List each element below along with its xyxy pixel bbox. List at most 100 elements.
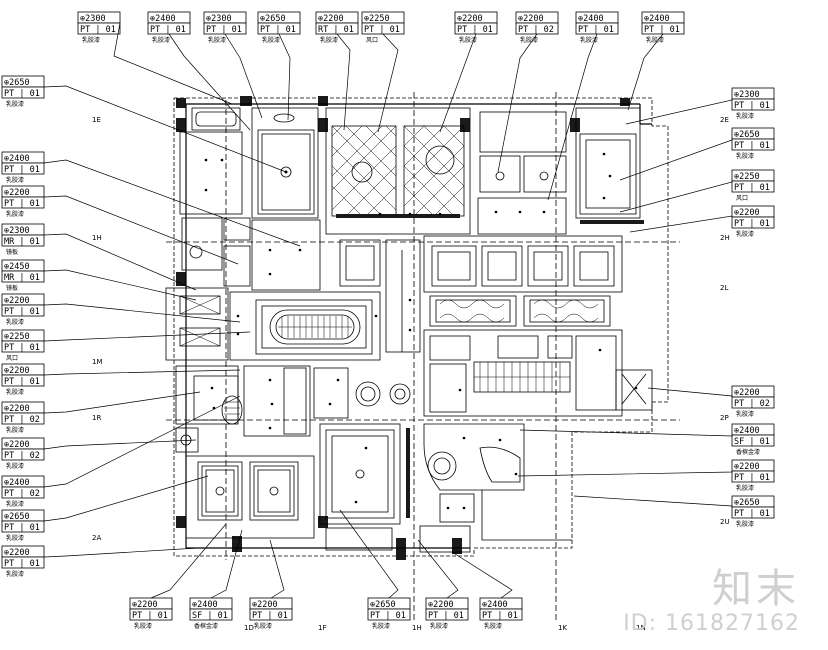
- leader-line: [113, 22, 233, 105]
- callout-note: 风口: [6, 355, 18, 362]
- callout-note: 镜板: [6, 284, 18, 292]
- callout-height: ⊕2250: [734, 172, 760, 182]
- callout-note: 乳胶漆: [6, 318, 24, 326]
- callout-code: PT | 01: [734, 509, 770, 519]
- callout-note: 乳胶漆: [6, 388, 24, 396]
- callout-code: PT | 01: [370, 611, 406, 621]
- leader-line: [43, 395, 241, 488]
- leader-line: [224, 33, 263, 119]
- leader-line: [43, 159, 301, 247]
- leader-lines: [43, 22, 733, 599]
- grid-label: 1M: [92, 358, 103, 366]
- callout-code: SF | 01: [734, 437, 770, 447]
- leader-line: [43, 269, 197, 301]
- lift-car-ceilings: [431, 245, 615, 287]
- callout-code: PT | 01: [4, 307, 40, 317]
- floor-plan: [165, 92, 680, 620]
- callout-note: 乳胶漆: [646, 36, 664, 44]
- callout-code: PT | 01: [364, 25, 400, 35]
- callout-code: PT | 01: [4, 343, 40, 353]
- leader-line: [43, 475, 209, 522]
- callout-height: ⊕2250: [4, 332, 30, 342]
- callout-note: 风口: [736, 195, 748, 202]
- callout-code: PT | 01: [4, 377, 40, 387]
- callout-code: PT | 01: [4, 89, 40, 99]
- callout-note: 乳胶漆: [134, 622, 152, 630]
- callout-height: ⊕2200: [4, 440, 30, 450]
- leader-line: [278, 33, 291, 121]
- grid-label: 2E: [720, 116, 729, 124]
- leader-line: [517, 471, 733, 477]
- leader-line: [619, 139, 733, 181]
- callout-note: 风口: [366, 37, 378, 44]
- callout-code: PT | 01: [260, 25, 296, 35]
- callout-note: 乳胶漆: [430, 622, 448, 630]
- callout-code: SF | 01: [192, 611, 228, 621]
- callout-note: 乳胶漆: [152, 36, 170, 44]
- callout-note: 乳胶漆: [736, 112, 754, 120]
- leader-line: [647, 387, 733, 397]
- callout-height: ⊕2200: [734, 462, 760, 472]
- callout-code: PT | 01: [4, 559, 40, 569]
- grid-label: 1H: [92, 234, 102, 242]
- leader-line: [547, 33, 598, 201]
- callout-note: 香槟金漆: [194, 622, 218, 630]
- callout-height: ⊕2400: [4, 154, 30, 164]
- grid-label: 2L: [720, 284, 728, 292]
- callout-height: ⊕2200: [428, 600, 454, 610]
- callout-height: ⊕2200: [4, 366, 30, 376]
- leader-line: [336, 33, 351, 131]
- leader-line: [43, 195, 239, 265]
- callout-code: MR | 01: [4, 273, 40, 283]
- callout-code: RT | 01: [318, 25, 354, 35]
- callout-code: PT | 01: [4, 523, 40, 533]
- callout-code: PT | 01: [4, 199, 40, 209]
- callout-height: ⊕2200: [252, 600, 278, 610]
- callout-note: 乳胶漆: [580, 36, 598, 44]
- callout-height: ⊕2200: [4, 404, 30, 414]
- callout-height: ⊕2200: [518, 14, 544, 24]
- grid-label: 1K: [558, 624, 567, 632]
- callout-note: 乳胶漆: [736, 410, 754, 418]
- watermark-logo: 知末: [712, 566, 800, 612]
- callout-height: ⊕2650: [4, 78, 30, 88]
- callout-code: PT | 01: [734, 141, 770, 151]
- callout-height: ⊕2650: [370, 600, 396, 610]
- callout-note: 乳胶漆: [6, 100, 24, 108]
- watermark-id: ID: 161827162: [623, 611, 800, 636]
- grid-label: 1H: [412, 624, 422, 632]
- callout-code: PT | 01: [206, 25, 242, 35]
- grid-label: 1N: [636, 624, 646, 632]
- callout-code: PT | 02: [518, 25, 554, 35]
- callout-note: 香槟金漆: [736, 448, 760, 456]
- callout-code: PT | 02: [4, 415, 40, 425]
- leader-line: [43, 547, 199, 558]
- leader-line: [451, 551, 513, 599]
- callout-height: ⊕2650: [260, 14, 286, 24]
- callout-note: 乳胶漆: [6, 210, 24, 218]
- callout-note: 乳胶漆: [459, 36, 477, 44]
- callout-height: ⊕2200: [4, 188, 30, 198]
- leader-line: [269, 539, 285, 599]
